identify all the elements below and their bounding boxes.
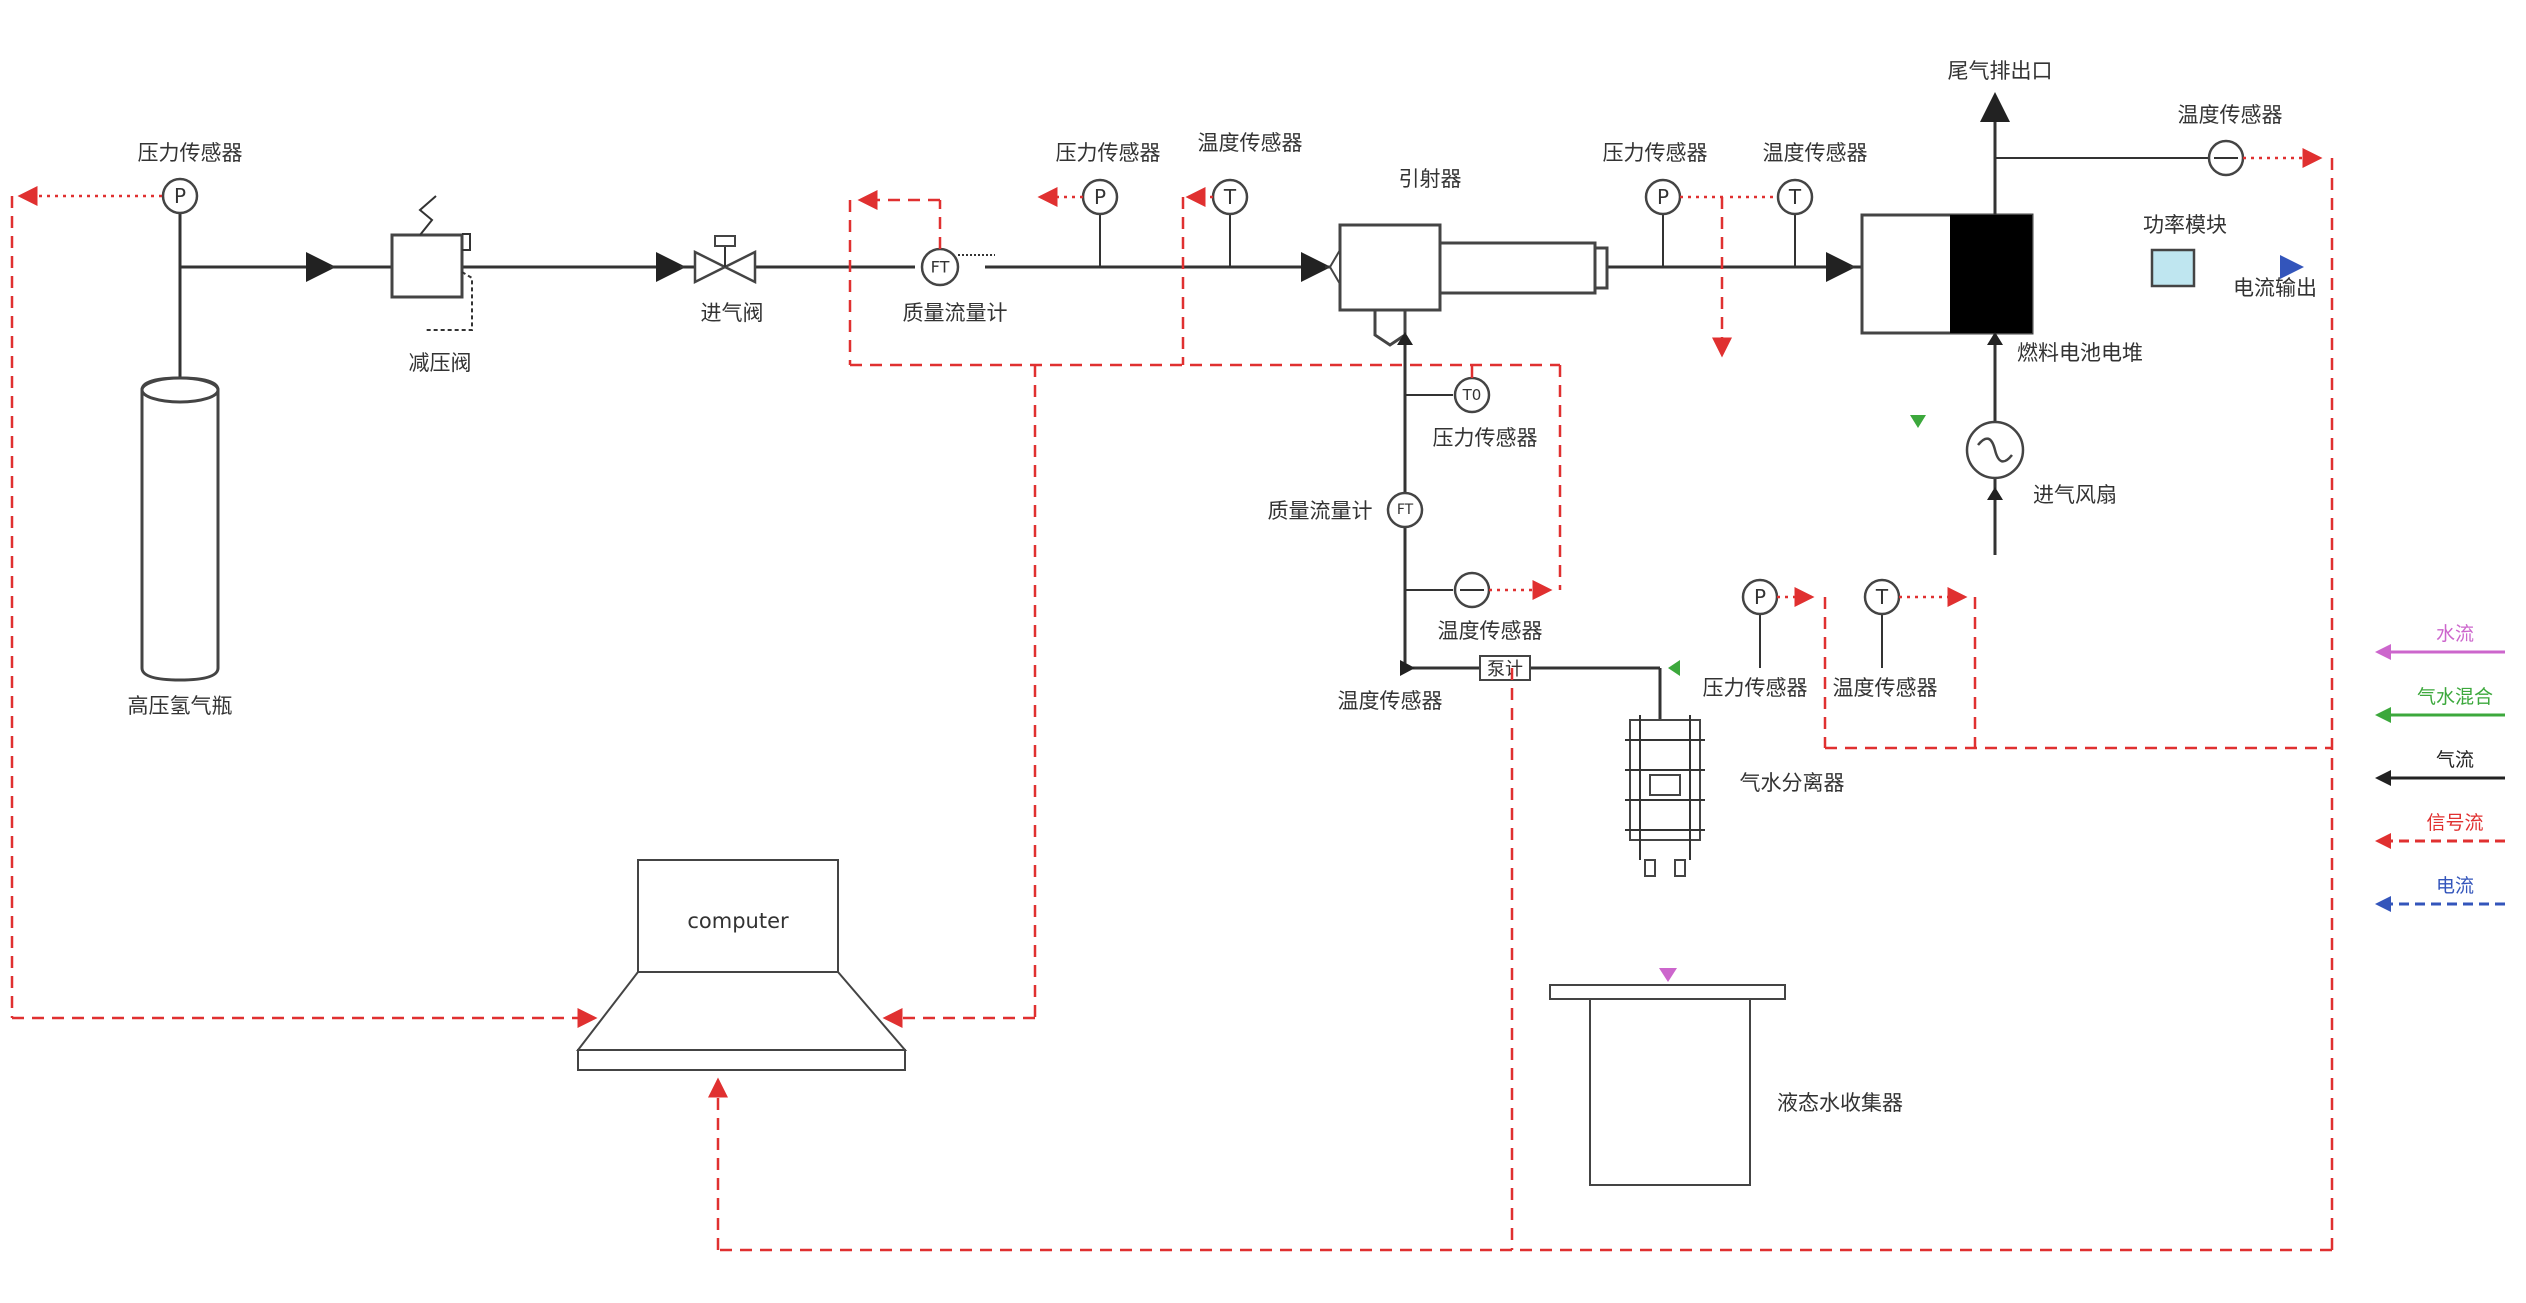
temp-sensor-3-label: 温度传感器 <box>1833 676 1938 700</box>
temp-sensor-2: T 温度传感器 <box>1763 141 1868 267</box>
mass-flow-meter-label: 质量流量计 <box>903 301 1008 325</box>
mass-flow-meter-2-symbol: FT <box>1397 502 1414 518</box>
pressure-sensor-tank-label: 压力传感器 <box>138 141 243 165</box>
pressure-sensor-2-label: 压力传感器 <box>1603 141 1708 165</box>
legend-arrow-icon <box>2375 770 2391 786</box>
legend-arrow-icon <box>2375 833 2391 849</box>
legend-item: 电流 <box>2375 875 2505 912</box>
main-gas-line <box>178 193 1862 380</box>
gas-water-separator: 气水分离器 <box>1625 715 1845 877</box>
temp-sensor-1: T 温度传感器 <box>1198 131 1303 267</box>
temp-sensor-top: 温度传感器 <box>2178 103 2283 177</box>
pressure-sensor-ejector: T0 压力传感器 <box>1433 376 1538 450</box>
mass-flow-meter-symbol: FT <box>931 258 950 277</box>
signal-lines <box>10 148 2334 1252</box>
exhaust-outlet: 尾气排出口 <box>1948 59 2208 215</box>
temp-sensor-return-label: 温度传感器 <box>1438 619 1543 643</box>
temp-sensor-3: T 温度传感器 <box>1833 578 1938 700</box>
pressure-sensor-1-label: 压力传感器 <box>1056 141 1161 165</box>
inlet-fan: 进气风扇 <box>1965 332 2117 555</box>
computer-label: computer <box>687 909 789 933</box>
inlet-valve-label: 进气阀 <box>701 301 764 325</box>
temp-sensor-1-label: 温度传感器 <box>1198 131 1303 155</box>
legend-item: 气流 <box>2375 749 2505 786</box>
legend-item: 信号流 <box>2375 812 2505 849</box>
legend-label: 信号流 <box>2426 812 2483 834</box>
legend-label: 电流 <box>2436 875 2474 897</box>
exhaust-outlet-label: 尾气排出口 <box>1948 59 2053 83</box>
pressure-sensor-1: P 压力传感器 <box>1056 141 1161 267</box>
liquid-water-line <box>1659 968 1677 982</box>
ejector-label: 引射器 <box>1399 167 1462 191</box>
temp-sensor-top-label: 温度传感器 <box>2178 103 2283 127</box>
pressure-sensor-2: P 压力传感器 <box>1603 141 1708 267</box>
mass-flow-meter: FT 质量流量计 <box>903 247 1008 325</box>
reducer-label: 减压阀 <box>409 351 472 375</box>
pump-label: 泵计 <box>1487 659 1523 680</box>
legend-item: 水流 <box>2375 623 2505 660</box>
legend-arrow-icon <box>2375 896 2391 912</box>
temp-sensor-2-symbol: T <box>1788 185 1802 209</box>
pressure-sensor-3-label: 压力传感器 <box>1703 676 1808 700</box>
legend-label: 气水混合 <box>2417 686 2493 708</box>
pressure-sensor-3-symbol: P <box>1754 585 1766 609</box>
temp-sensor-3-symbol: T <box>1875 585 1889 609</box>
temp-sensor-1-symbol: T <box>1223 185 1237 209</box>
mass-flow-meter-2-label: 质量流量计 <box>1268 499 1373 523</box>
computer: computer <box>575 859 908 1071</box>
pressure-sensor-tank: P 压力传感器 <box>138 141 243 215</box>
stack-label: 燃料电池电堆 <box>2017 341 2143 365</box>
liquid-water-collector: 液态水收集器 <box>1549 984 1903 1186</box>
legend-arrow-icon <box>2375 644 2391 660</box>
pressure-sensor-tank-symbol: P <box>174 184 186 208</box>
inlet-valve: 进气阀 <box>693 235 764 325</box>
fuel-cell-stack: 燃料电池电堆 <box>1860 213 2143 365</box>
hydrogen-tank: 高压氢气瓶 <box>128 376 233 718</box>
pressure-sensor-3: P 压力传感器 <box>1703 578 1808 700</box>
power-module: 功率模块 电流输出 <box>2143 213 2317 300</box>
legend-arrow-icon <box>2375 707 2391 723</box>
legend-item: 气水混合 <box>2375 686 2505 723</box>
pressure-sensor-1-symbol: P <box>1094 185 1106 209</box>
ejector: 引射器 <box>1328 167 1609 347</box>
pressure-sensor-ejector-label: 压力传感器 <box>1433 426 1538 450</box>
inlet-fan-label: 进气风扇 <box>2033 483 2117 507</box>
separator-label: 气水分离器 <box>1740 771 1845 795</box>
pressure-reducer: 减压阀 <box>390 195 473 375</box>
tank-label: 高压氢气瓶 <box>128 694 233 718</box>
collector-label: 液态水收集器 <box>1777 1091 1903 1115</box>
power-module-label: 功率模块 <box>2143 213 2227 237</box>
pump-meter: 泵计 温度传感器 <box>1338 655 1531 713</box>
current-output-label: 电流输出 <box>2233 276 2317 300</box>
temp-sensor-2-label: 温度传感器 <box>1763 141 1868 165</box>
pressure-sensor-2-symbol: P <box>1657 185 1669 209</box>
mass-flow-meter-2: FT 质量流量计 <box>1268 491 1424 529</box>
temp-sensor-return-2-label: 温度传感器 <box>1338 689 1443 713</box>
pressure-sensor-ejector-symbol: T0 <box>1462 386 1482 404</box>
temp-sensor-return: 温度传感器 <box>1438 571 1543 643</box>
legend-label: 水流 <box>2436 623 2474 645</box>
legend-label: 气流 <box>2436 749 2474 771</box>
gas-water-line <box>1668 415 1926 676</box>
